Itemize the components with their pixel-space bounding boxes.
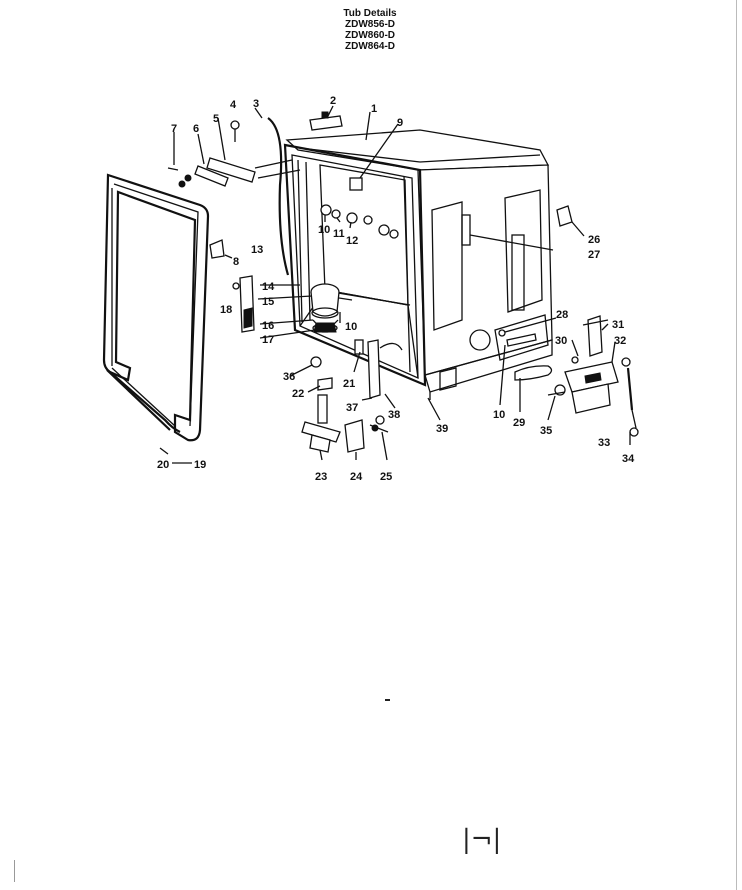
callout-29: 29 (513, 417, 525, 429)
spray-tube (267, 117, 290, 276)
callout-24: 24 (350, 471, 363, 483)
scan-edge-right (736, 0, 737, 890)
callout-1: 1 (371, 103, 377, 115)
callout-4: 4 (230, 99, 237, 111)
handwritten-page-mark: |¬| (462, 825, 502, 855)
callout-22: 22 (292, 388, 304, 400)
callout-5: 5 (213, 113, 219, 125)
door-gasket-frame (102, 173, 210, 442)
callout-2: 2 (330, 95, 336, 107)
callout-9: 9 (397, 117, 403, 129)
callout-18: 18 (220, 304, 232, 316)
callout-25: 25 (380, 471, 392, 483)
callout-27: 27 (588, 249, 600, 261)
callout-32: 32 (614, 335, 626, 347)
scan-edge-left (14, 860, 15, 882)
model-number-2: ZDW860-D (344, 30, 395, 41)
callout-31: 31 (612, 319, 624, 331)
callout-12: 12 (346, 235, 358, 247)
pump-motor-assembly (310, 283, 353, 333)
tub-cabinet (283, 129, 553, 400)
callout-36: 36 (283, 371, 295, 383)
callout-37: 37 (346, 402, 358, 414)
callout-38: 38 (388, 409, 400, 421)
callout-34: 34 (622, 453, 635, 465)
callout-11: 11 (333, 228, 345, 240)
callout-13: 13 (251, 244, 263, 256)
callout-35: 35 (540, 425, 552, 437)
diagram-title: Tub Details (343, 8, 397, 19)
callout-7: 7 (171, 123, 177, 135)
top-hinge-parts (167, 120, 301, 188)
callout-30: 30 (555, 335, 567, 347)
callout-23: 23 (315, 471, 327, 483)
door-strip (106, 367, 176, 455)
top-bracket (309, 111, 343, 131)
model-number-1: ZDW856-D (344, 19, 395, 30)
callout-20: 20 (157, 459, 169, 471)
diagram-title-block: Tub Details ZDW856-D ZDW860-D ZDW864-D (290, 8, 450, 52)
model-number-3: ZDW864-D (344, 41, 395, 52)
callout-10-center: 10 (345, 321, 357, 333)
right-side-parts (498, 205, 639, 437)
dash-mark: - (385, 699, 390, 701)
fasteners (209, 177, 403, 399)
callout-39: 39 (436, 423, 448, 435)
callout-15: 15 (262, 296, 274, 308)
callout-19: 19 (194, 459, 206, 471)
callout-21: 21 (343, 378, 355, 390)
callout-16: 16 (262, 320, 274, 332)
callout-17: 17 (262, 334, 274, 346)
callout-6: 6 (193, 123, 199, 135)
callout-26: 26 (588, 234, 600, 246)
callout-8: 8 (233, 256, 239, 268)
callout-33: 33 (598, 437, 610, 449)
bottom-hinge-brackets (301, 394, 389, 453)
callout-3: 3 (253, 98, 259, 110)
callout-10-right: 10 (493, 409, 505, 421)
callout-10-top: 10 (318, 224, 330, 236)
callout-14: 14 (262, 281, 275, 293)
leader-lines (172, 105, 631, 464)
callout-28: 28 (556, 309, 568, 321)
callout-labels: 1 2 3 4 5 6 7 8 9 10 11 12 13 14 15 16 1… (157, 95, 635, 483)
